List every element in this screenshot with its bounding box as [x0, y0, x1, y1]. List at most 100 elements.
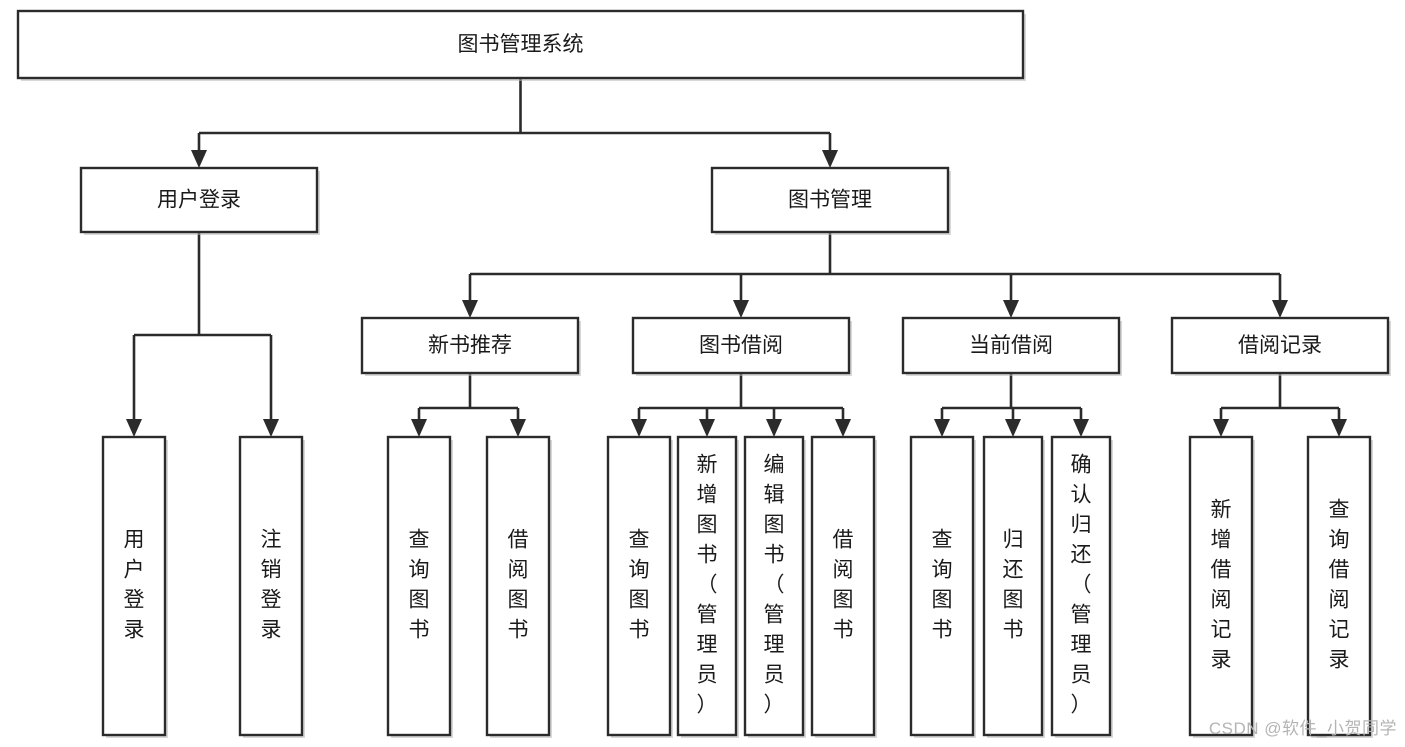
node-level2-用户登录-0[interactable]: 用户登录 [79, 166, 320, 235]
node-box[interactable] [485, 435, 551, 737]
arrow-head-icon [1213, 419, 1229, 437]
node-label-char: 理 [1071, 634, 1092, 657]
node-label-char: 书 [764, 544, 785, 567]
node-label-char: 记 [1329, 619, 1350, 642]
node-label-char: 书 [629, 619, 650, 642]
node-box[interactable] [386, 435, 452, 737]
node-label-char: ） [697, 694, 718, 717]
node-label-char: 图 [629, 589, 650, 612]
node-label-char: 图 [409, 589, 430, 612]
node-label-char: 员 [697, 664, 718, 687]
node-leaf-注销登录-1[interactable]: 注销登录注销登录 [238, 435, 305, 738]
arrow-head-icon [1331, 419, 1347, 437]
node-box[interactable] [16, 9, 1025, 80]
node-label-char: 理 [697, 634, 718, 657]
node-label-char: 借 [1211, 559, 1232, 582]
node-label-char: 查 [629, 529, 650, 552]
node-leaf-借阅图书-7[interactable]: 借阅图书借阅图书 [810, 435, 877, 738]
node-level3-图书借阅-1[interactable]: 图书借阅 [631, 316, 852, 376]
node-level3-新书推荐-0[interactable]: 新书推荐 [360, 316, 581, 376]
node-label-char: 辑 [764, 484, 785, 507]
node-label-char: 归 [1071, 514, 1092, 537]
node-leaf-查询借阅记录-12[interactable]: 查询借阅记录查询借阅记录 [1306, 435, 1373, 738]
node-label-char: 借 [833, 529, 854, 552]
node-label-char: （ [764, 574, 785, 597]
node-box[interactable] [631, 316, 851, 375]
node-label-char: 图 [697, 514, 718, 537]
node-label-char: 借 [508, 529, 529, 552]
node-box[interactable] [710, 166, 950, 234]
node-label-char: 确 [1071, 454, 1092, 477]
watermark-text: CSDN @软件_小贺同学 [1208, 719, 1397, 738]
node-level3-当前借阅-2[interactable]: 当前借阅 [901, 316, 1122, 376]
node-label-char: 增 [1211, 529, 1232, 552]
node-leaf-新增借阅记录-11[interactable]: 新增借阅记录新增借阅记录 [1188, 435, 1255, 738]
node-label-char: 书 [1003, 619, 1024, 642]
node-label-char: ） [764, 694, 785, 717]
node-box[interactable] [101, 435, 167, 737]
nodes-layer: 图书管理系统用户登录图书管理新书推荐图书借阅当前借阅借阅记录用户登录用户登录注销… [16, 9, 1391, 738]
node-box[interactable] [1306, 435, 1372, 737]
node-label-char: 管 [697, 604, 718, 627]
node-level2-图书管理-1[interactable]: 图书管理 [710, 166, 951, 235]
node-box[interactable] [1050, 435, 1112, 737]
node-label-char: 户 [124, 559, 145, 582]
arrow-head-icon [411, 419, 427, 437]
node-label-char: 增 [697, 484, 718, 507]
arrow-head-icon [934, 419, 950, 437]
node-box[interactable] [909, 435, 975, 737]
node-label-char: 阅 [1329, 589, 1350, 612]
node-box[interactable] [360, 316, 580, 375]
node-label-char: 还 [1071, 544, 1092, 567]
node-label-char: 注 [261, 529, 282, 552]
arrow-head-icon [191, 150, 207, 168]
node-label-char: 询 [629, 559, 650, 582]
arrow-head-icon [1073, 419, 1089, 437]
node-box[interactable] [1188, 435, 1254, 737]
node-label: 图书借阅 [699, 334, 783, 357]
node-label-char: 图 [764, 514, 785, 537]
node-leaf-借阅图书-3[interactable]: 借阅图书借阅图书 [485, 435, 552, 738]
node-box[interactable] [606, 435, 672, 737]
node-leaf-查询图书-4[interactable]: 查询图书查询图书 [606, 435, 673, 738]
node-label-char: 员 [764, 664, 785, 687]
node-label-char: 询 [409, 559, 430, 582]
node-label: 当前借阅 [969, 334, 1053, 357]
node-box[interactable] [79, 166, 319, 234]
node-label-char: 理 [764, 634, 785, 657]
node-label-char: 书 [508, 619, 529, 642]
node-label-char: 认 [1071, 484, 1092, 507]
node-box[interactable] [743, 435, 805, 737]
node-box[interactable] [676, 435, 738, 737]
node-label-char: 管 [1071, 604, 1092, 627]
arrow-head-icon [510, 419, 526, 437]
node-leaf-用户登录-0[interactable]: 用户登录用户登录 [101, 435, 168, 738]
node-leaf-归还图书-9[interactable]: 归还图书归还图书 [982, 435, 1045, 738]
node-label-char: 图 [932, 589, 953, 612]
node-box[interactable] [901, 316, 1121, 375]
node-label-char: 书 [409, 619, 430, 642]
arrow-head-icon [631, 419, 647, 437]
node-label-char: 录 [1211, 649, 1232, 672]
node-box[interactable] [1170, 316, 1390, 375]
arrow-head-icon [699, 419, 715, 437]
connectors-layer [126, 78, 1347, 437]
node-level3-借阅记录-3[interactable]: 借阅记录 [1170, 316, 1391, 376]
node-label: 图书管理系统 [458, 33, 584, 56]
node-leaf-查询图书-8[interactable]: 查询图书查询图书 [909, 435, 976, 738]
node-box[interactable] [982, 435, 1044, 737]
node-label-char: 图 [833, 589, 854, 612]
node-leaf-查询图书-2[interactable]: 查询图书查询图书 [386, 435, 453, 738]
node-box[interactable] [810, 435, 876, 737]
node-label-char: 图 [508, 589, 529, 612]
node-label-char: 归 [1003, 529, 1024, 552]
node-label-char: 用 [124, 529, 145, 552]
node-root-图书管理系统-0[interactable]: 图书管理系统 [16, 9, 1026, 81]
node-box[interactable] [238, 435, 304, 737]
node-label-char: 新 [697, 454, 718, 477]
node-label-char: 管 [764, 604, 785, 627]
